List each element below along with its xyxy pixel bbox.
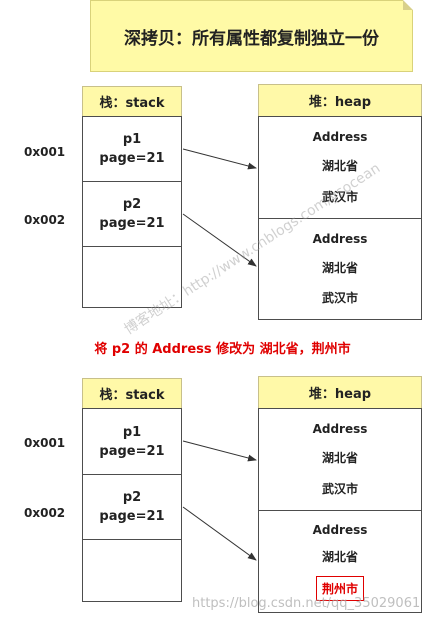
bottom-address-p1: 0x001 [24, 436, 66, 450]
bottom-heap-label: 堆：heap [258, 376, 422, 409]
top-stack-cell-p1: p1 page=21 [82, 116, 182, 182]
object-province: 湖北省 [321, 549, 358, 564]
top-stack-cell-empty [82, 246, 182, 308]
title-note: 深拷贝：所有属性都复制独立一份 [90, 0, 413, 72]
object-title: Address [312, 522, 368, 537]
bottom-watermark: https://blog.csdn.net/qq_35029061 [192, 596, 421, 611]
var-page: page=21 [99, 216, 165, 231]
var-page: page=21 [99, 509, 165, 524]
var-page: page=21 [99, 443, 165, 459]
object-city: 武汉市 [321, 190, 358, 205]
object-province: 湖北省 [321, 260, 358, 275]
bottom-stack-cell-empty [82, 539, 182, 602]
object-title: Address [312, 421, 368, 436]
object-title: Address [312, 231, 368, 246]
object-city: 武汉市 [321, 482, 358, 497]
bottom-address-p2: 0x002 [24, 506, 66, 520]
arrow-p2-to-object2 [182, 213, 257, 267]
bottom-stack-label: 栈：stack [82, 378, 182, 409]
var-name: p1 [122, 424, 142, 440]
note-fold [403, 0, 413, 10]
top-heap-object-1: Address 湖北省 武汉市 [258, 116, 422, 219]
top-address-p2: 0x002 [24, 213, 66, 227]
arrow-p1-to-object1-after [182, 440, 257, 462]
top-address-p1: 0x001 [24, 145, 66, 159]
bottom-heap-object-2: Address 湖北省 荆州市 [258, 510, 422, 613]
object-province: 湖北省 [321, 159, 358, 174]
var-name: p2 [122, 197, 142, 212]
arrow-p2-to-object2-after [182, 506, 257, 561]
bottom-stack-cell-p1: p1 page=21 [82, 408, 182, 475]
var-name: p1 [122, 132, 142, 147]
var-page: page=21 [99, 151, 165, 166]
top-stack-label: 栈：stack [82, 86, 182, 117]
diagram-title: 深拷贝：所有属性都复制独立一份 [124, 28, 379, 49]
object-title: Address [312, 129, 368, 144]
object-province: 湖北省 [321, 451, 358, 466]
object-city: 武汉市 [321, 291, 358, 306]
arrow-p1-to-object1 [182, 148, 257, 170]
object-city-modified: 荆州市 [315, 575, 364, 601]
top-heap-object-2: Address 湖北省 武汉市 [258, 218, 422, 320]
var-name: p2 [122, 490, 142, 505]
modification-caption: 将 p2 的 Address 修改为 湖北省，荆州市 [94, 342, 351, 357]
bottom-heap-object-1: Address 湖北省 武汉市 [258, 408, 422, 511]
